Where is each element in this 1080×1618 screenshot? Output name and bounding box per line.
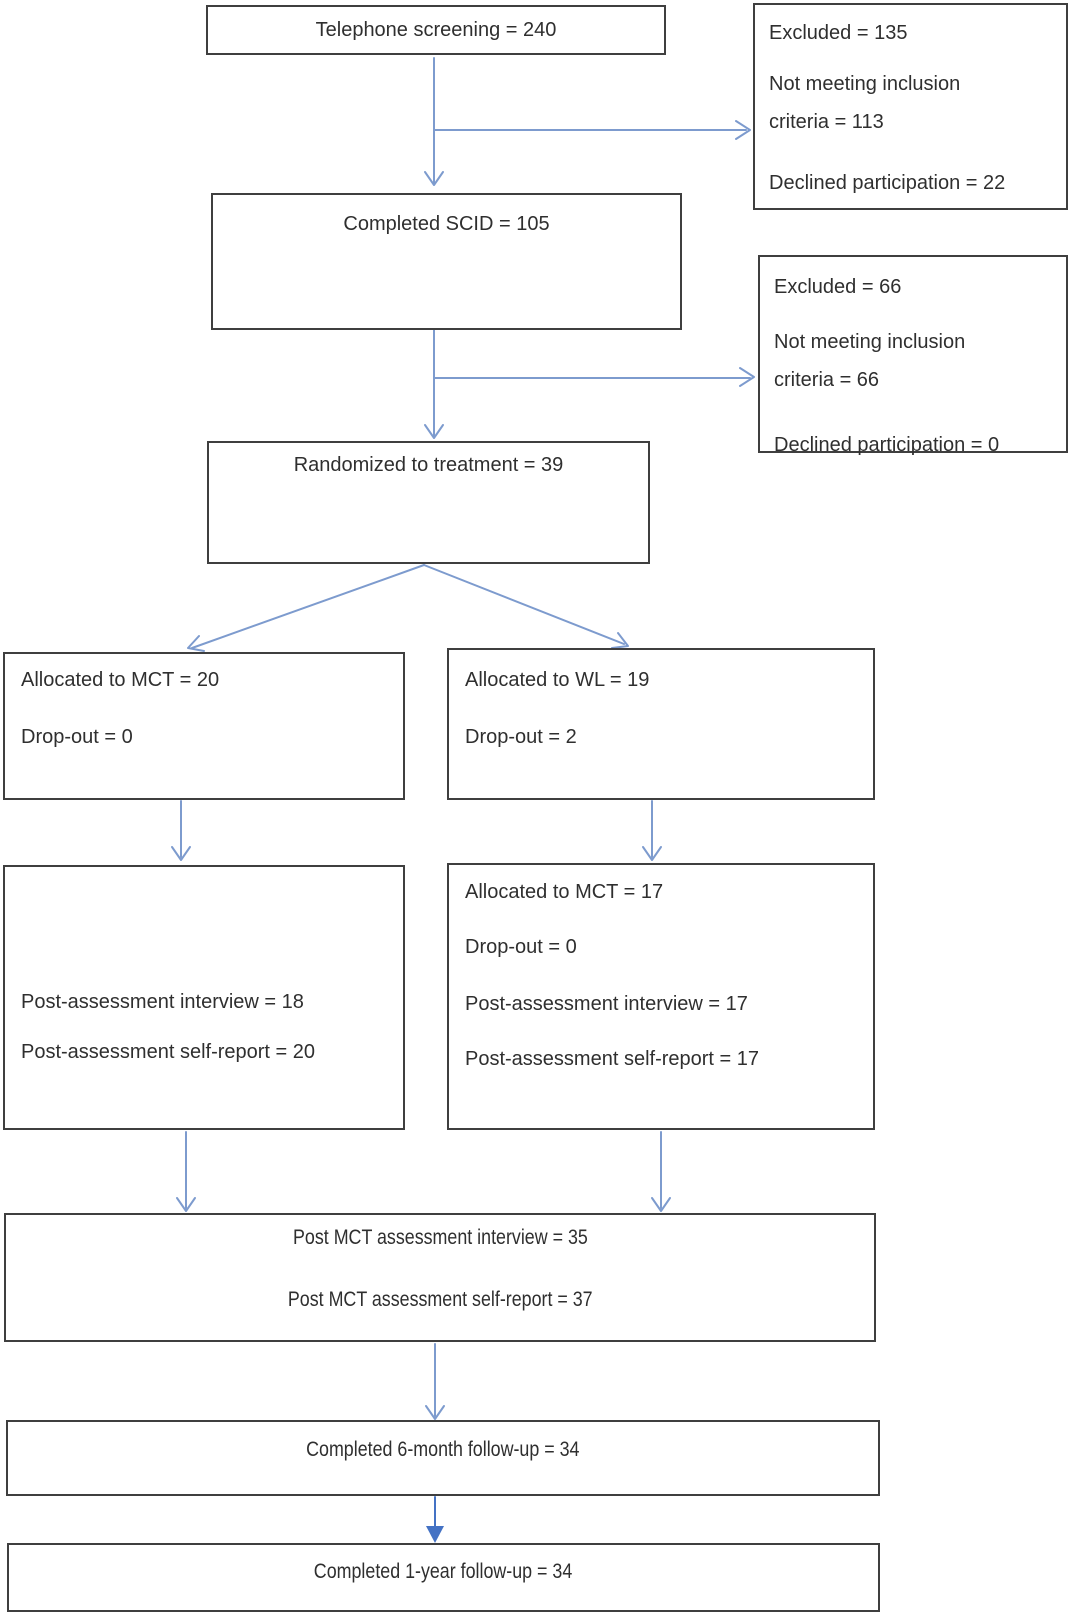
followup-1year-label: Completed 1-year follow-up = 34 (314, 1560, 573, 1583)
excluded-2-criteria: Not meeting inclusion criteria = 66 (774, 331, 966, 391)
excluded-1-criteria: Not meeting inclusion criteria = 113 (769, 73, 961, 133)
box-post-combined: Post MCT assessment interview = 35 Post … (4, 1213, 876, 1342)
box-post-assessment-mct: Post-assessment interview = 18 Post-asse… (3, 865, 405, 1130)
arrowhead-scid-to-randomized (424, 424, 444, 439)
excluded-2-declined: Declined participation = 0 (774, 434, 1000, 456)
post-mct-interview: Post-assessment interview = 18 (21, 991, 304, 1013)
box-randomized: Randomized to treatment = 39 (207, 441, 650, 564)
box-excluded-2: Excluded = 66 Not meeting inclusion crit… (758, 255, 1068, 456)
allocated-mct-dropout: Drop-out = 0 (21, 726, 133, 748)
arrowhead-combined-to-6month (425, 1405, 445, 1420)
post-wl-allocated: Allocated to MCT = 17 (465, 881, 664, 903)
post-combined-selfreport: Post MCT assessment self-report = 37 (287, 1288, 593, 1311)
excluded-1-declined: Declined participation = 22 (769, 172, 1006, 194)
post-wl-selfreport: Post-assessment self-report = 17 (465, 1048, 760, 1070)
arrowhead-6month-to-1year (426, 1526, 444, 1543)
post-wl-dropout: Drop-out = 0 (465, 936, 577, 958)
arrow-fork-right (423, 564, 625, 645)
post-combined-interview: Post MCT assessment interview = 35 (292, 1226, 588, 1249)
post-wl-interview: Post-assessment interview = 17 (465, 993, 748, 1015)
arrowhead-fork-right (611, 632, 629, 649)
box-followup-6month: Completed 6-month follow-up = 34 (6, 1420, 880, 1496)
box-excluded-1: Excluded = 135 Not meeting inclusion cri… (753, 3, 1068, 210)
arrowhead-mct-down (171, 846, 191, 861)
arrowhead-left-to-combined (176, 1197, 196, 1212)
excluded-2-total: Excluded = 66 (774, 276, 902, 298)
allocated-mct-label: Allocated to MCT = 20 (21, 669, 220, 691)
followup-6month-label: Completed 6-month follow-up = 34 (306, 1438, 580, 1461)
post-mct-selfreport: Post-assessment self-report = 20 (21, 1041, 316, 1063)
box-allocated-mct: Allocated to MCT = 20 Drop-out = 0 (3, 652, 405, 800)
arrowhead-right-to-combined (651, 1197, 671, 1212)
box-telephone-screening: Telephone screening = 240 (206, 5, 666, 55)
arrowhead-fork-left (187, 635, 205, 652)
box-completed-scid: Completed SCID = 105 (211, 193, 682, 330)
completed-scid-label: Completed SCID = 105 (343, 213, 550, 235)
allocated-wl-dropout: Drop-out = 2 (465, 726, 577, 748)
randomized-label: Randomized to treatment = 39 (293, 454, 564, 476)
arrowhead-wl-down (642, 846, 662, 861)
telephone-screening-label: Telephone screening = 240 (315, 19, 557, 41)
arrowhead-excluded-2 (739, 367, 755, 387)
arrowhead-excluded-1 (735, 120, 751, 140)
arrowhead-screening-to-scid (424, 171, 444, 186)
box-allocated-wl: Allocated to WL = 19 Drop-out = 2 (447, 648, 875, 800)
box-followup-1year: Completed 1-year follow-up = 34 (7, 1543, 880, 1612)
allocated-wl-label: Allocated to WL = 19 (465, 669, 650, 691)
excluded-1-total: Excluded = 135 (769, 22, 908, 44)
arrow-fork-left (191, 564, 425, 649)
box-post-assessment-wl: Allocated to MCT = 17 Drop-out = 0 Post-… (447, 863, 875, 1130)
